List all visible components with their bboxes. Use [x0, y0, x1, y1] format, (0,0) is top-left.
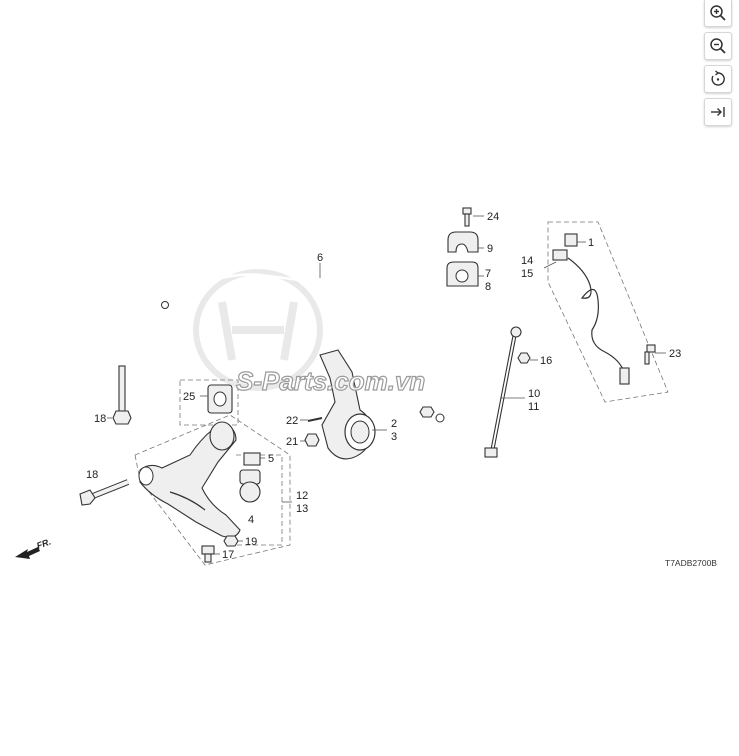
bushing-9 — [447, 231, 479, 253]
callout-22: 22 — [286, 415, 298, 427]
callout-11: 11 — [528, 401, 539, 413]
callout-25: 25 — [183, 391, 195, 403]
wheel-speed-sensor — [552, 233, 630, 385]
bolt-17 — [201, 545, 215, 563]
callout-17: 17 — [222, 549, 234, 561]
bushing-group-outline — [179, 379, 239, 426]
nut-21 — [304, 433, 320, 447]
zoom-in-button[interactable] — [704, 0, 732, 27]
callout-10: 10 — [528, 388, 540, 400]
callout-6: 6 — [317, 252, 323, 264]
callout-19: 19 — [245, 536, 257, 548]
ball-joint-group-outline — [236, 454, 283, 546]
callout-3: 3 — [391, 431, 397, 443]
stabilizer-link — [484, 326, 522, 458]
callout-21: 21 — [286, 436, 298, 448]
watermark-logo — [193, 269, 323, 391]
callout-8: 8 — [485, 281, 491, 293]
front-direction-label: FR. — [35, 537, 52, 551]
callout-18-top: 18 — [94, 413, 106, 425]
callout-18-bottom: 18 — [86, 469, 98, 481]
callout-9: 9 — [487, 243, 493, 255]
knuckle — [319, 349, 376, 460]
zoom-out-icon — [710, 38, 726, 54]
fit-button[interactable] — [704, 98, 732, 126]
nut-16 — [517, 352, 531, 364]
leader-lines — [107, 215, 666, 555]
reset-rotate-icon — [711, 70, 725, 86]
bushing-25 — [207, 384, 233, 414]
reset-button[interactable] — [704, 65, 732, 93]
callout-5: 5 — [268, 453, 274, 465]
callout-14: 14 — [521, 255, 533, 267]
zoom-out-button[interactable] — [704, 32, 732, 60]
front-direction-arrow: FR. — [15, 537, 52, 559]
lower-arm — [138, 421, 241, 538]
arrow-to-right-icon — [711, 107, 725, 117]
bolt-18-vertical — [112, 365, 132, 425]
callout-13: 13 — [296, 503, 308, 515]
ball-joint — [239, 452, 261, 503]
sensor-group-outline — [547, 221, 669, 403]
bolt-18-angled — [79, 479, 130, 506]
callout-15: 15 — [521, 268, 533, 280]
bolt-23 — [644, 344, 656, 365]
callout-7: 7 — [485, 268, 491, 280]
diagram-code: T7ADB2700B — [665, 558, 717, 568]
callout-12: 12 — [296, 490, 308, 502]
callout-23: 23 — [669, 348, 681, 360]
stabilizer-bar — [161, 273, 473, 423]
callout-4: 4 — [248, 514, 254, 526]
callout-1: 1 — [588, 237, 594, 249]
bolt-22 — [307, 417, 323, 422]
viewer-toolbar — [704, 0, 732, 131]
watermark-text: S-Parts.com.vn — [236, 366, 425, 396]
bolt-24 — [462, 207, 472, 227]
callout-16: 16 — [540, 355, 552, 367]
nut-19 — [223, 535, 239, 547]
callout-2: 2 — [391, 418, 397, 430]
zoom-in-icon — [710, 5, 726, 21]
callout-24: 24 — [487, 211, 499, 223]
nut-stabilizer — [419, 406, 435, 418]
bushing-7-8 — [446, 261, 479, 287]
